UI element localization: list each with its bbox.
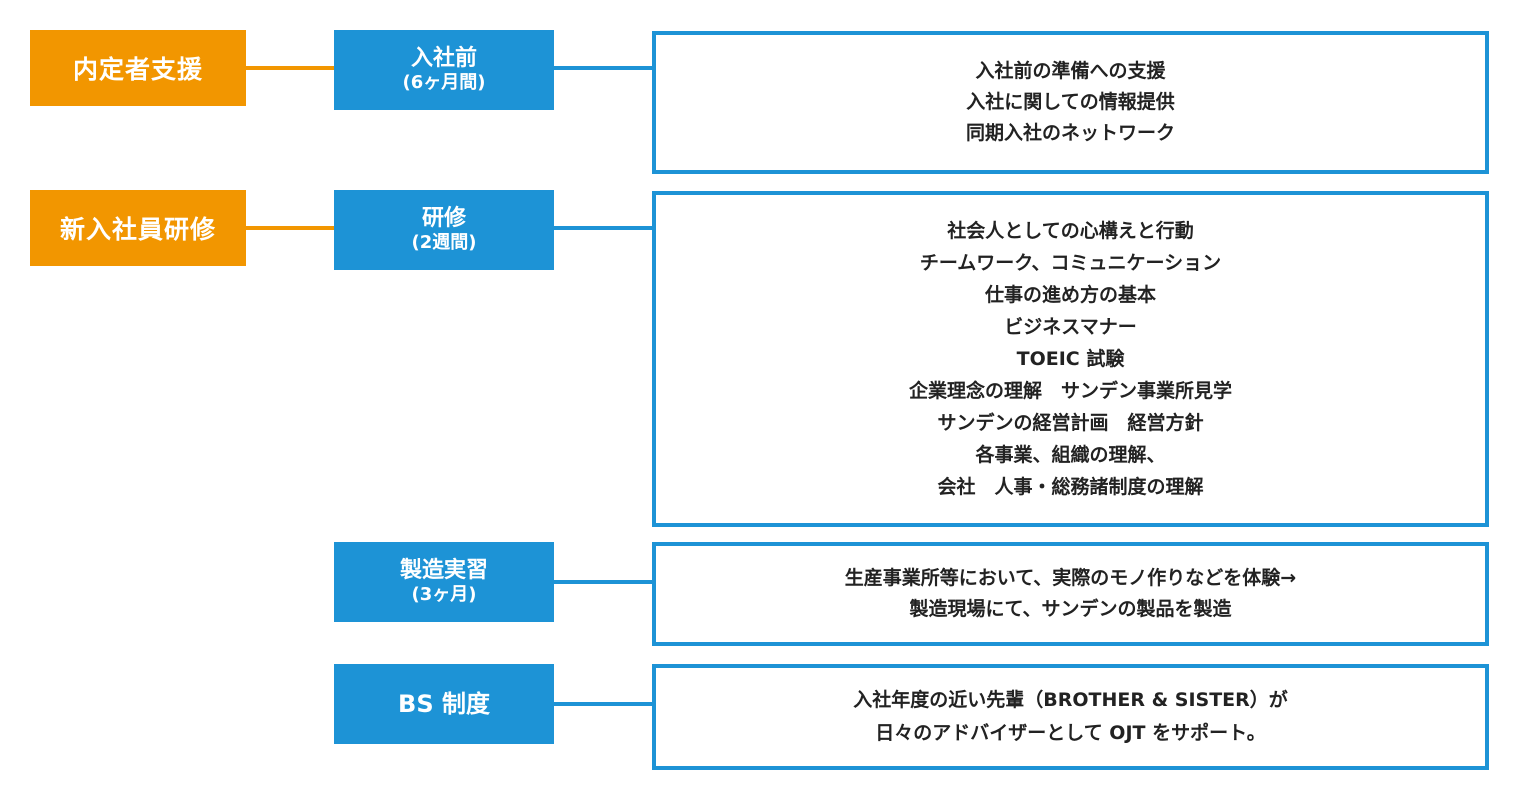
detail-line: 入社年度の近い先輩（BROTHER & SISTER）が [853,689,1288,711]
phase-title: 研修 [421,206,466,231]
detail-box-manufacturing-practice: 生産事業所等において、実際のモノ作りなどを体験→ 製造現場にて、サンデンの製品を… [652,542,1489,646]
phase-bs-system: BS 制度 [334,664,554,744]
phase-manufacturing-practice: 製造実習 (3ヶ月) [334,542,554,622]
detail-line: チームワーク、コミュニケーション [919,252,1222,274]
category-new-employee-training: 新入社員研修 [30,190,246,266]
connector-line [246,66,334,70]
phase-duration: (2週間) [411,232,477,254]
detail-line: 生産事業所等において、実際のモノ作りなどを体験→ [844,567,1297,589]
category-pre-hire-support: 内定者支援 [30,30,246,106]
phase-pre-hire: 入社前 (6ヶ月間) [334,30,554,110]
detail-line: 同期入社のネットワーク [965,122,1175,144]
phase-title: 製造実習 [399,558,488,583]
detail-line: 入社に関しての情報提供 [966,91,1175,113]
connector-line [554,66,652,70]
detail-box-bs-system: 入社年度の近い先輩（BROTHER & SISTER）が 日々のアドバイザーとし… [652,664,1489,770]
category-label: 新入社員研修 [59,215,216,244]
category-label: 内定者支援 [72,55,203,84]
detail-line: 入社前の準備への支援 [975,60,1166,82]
detail-line: 社会人としての心構えと行動 [947,220,1194,242]
detail-box-training: 社会人としての心構えと行動 チームワーク、コミュニケーション 仕事の進め方の基本… [652,191,1489,527]
detail-line: TOEIC 試験 [1016,348,1125,370]
phase-training: 研修 (2週間) [334,190,554,270]
connector-line [554,226,652,230]
detail-line: ビジネスマナー [1004,316,1137,338]
connector-line [246,226,334,230]
phase-duration: (6ヶ月間) [402,72,486,94]
detail-line: 仕事の進め方の基本 [984,284,1156,306]
detail-box-pre-hire: 入社前の準備への支援 入社に関しての情報提供 同期入社のネットワーク [652,31,1489,174]
detail-line: 各事業、組織の理解、 [975,444,1166,466]
phase-duration: (3ヶ月) [411,584,477,606]
phase-title: BS 制度 [398,689,490,718]
connector-line [554,580,652,584]
detail-line: 製造現場にて、サンデンの製品を製造 [909,598,1232,620]
phase-title: 入社前 [410,46,477,71]
connector-line [554,702,652,706]
detail-line: 会社 人事・総務諸制度の理解 [937,476,1204,498]
detail-line: サンデンの経営計画 経営方針 [937,412,1204,434]
detail-line: 日々のアドバイザーとして OJT をサポート。 [875,722,1266,744]
detail-line: 企業理念の理解 サンデン事業所見学 [908,380,1232,402]
